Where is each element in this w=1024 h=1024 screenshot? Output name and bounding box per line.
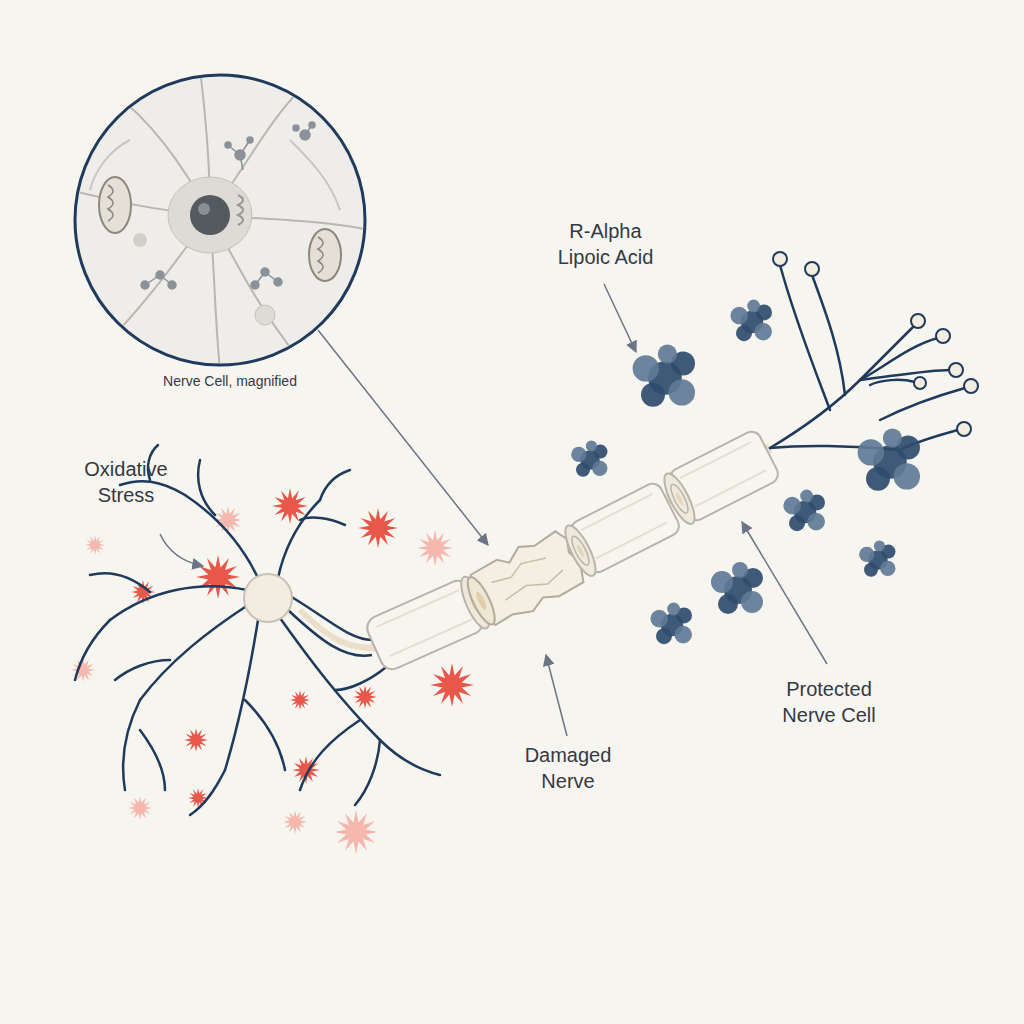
oxidative-star xyxy=(417,530,453,566)
molecule-atom xyxy=(783,497,801,515)
molecule-atom xyxy=(866,467,890,491)
molecule-atom xyxy=(633,355,659,381)
molecule-atom xyxy=(658,344,677,363)
molecule-atom xyxy=(718,594,738,614)
molecule-atom xyxy=(894,463,920,489)
leader-lines xyxy=(160,284,827,736)
molecule-atom xyxy=(789,515,805,531)
terminal-buttons xyxy=(773,252,978,436)
molecule-atom xyxy=(650,610,668,628)
molecule-atom xyxy=(859,547,874,562)
molecule-atom xyxy=(669,379,695,405)
molecule-atom xyxy=(732,562,748,578)
molecule-atom xyxy=(754,323,772,341)
oxidative-star xyxy=(85,535,105,555)
oxidative-star xyxy=(334,810,378,854)
molecule-atom xyxy=(571,447,586,462)
oxidative-star xyxy=(188,788,208,808)
molecule-atom xyxy=(864,563,878,577)
oxidative-star xyxy=(358,508,398,548)
axon-terminals xyxy=(770,265,965,450)
oxidative-star xyxy=(214,506,242,534)
molecule-atom xyxy=(858,439,884,465)
molecule-atom xyxy=(730,307,748,325)
oxidative-star xyxy=(283,810,307,834)
molecule-atom xyxy=(711,571,733,593)
molecule-atom xyxy=(883,428,902,447)
molecule-atom xyxy=(656,628,672,644)
annotation-label: Nerve Cell, magnified xyxy=(140,372,320,390)
oxidative-stress-stars xyxy=(71,488,480,854)
oxidative-star xyxy=(128,796,152,820)
oxidative-star xyxy=(353,685,377,709)
molecule-atom xyxy=(800,490,813,503)
annotation-label: Oxidative Stress xyxy=(66,456,186,508)
molecule-atom xyxy=(807,513,825,531)
molecule-atom xyxy=(674,626,692,644)
lipoic-acid-molecules xyxy=(571,300,920,645)
molecule-atom xyxy=(576,463,590,477)
molecule-atom xyxy=(874,540,885,551)
oxidative-star xyxy=(184,728,208,752)
molecule-atom xyxy=(880,561,895,576)
molecule-atom xyxy=(741,591,763,613)
molecule-atom xyxy=(747,300,760,313)
oxidative-star xyxy=(196,555,240,599)
annotation-label: R-Alpha Lipoic Acid xyxy=(543,218,668,270)
oxidative-star xyxy=(430,663,474,707)
molecule-atom xyxy=(641,383,665,407)
molecule-atom xyxy=(592,461,607,476)
molecule-atom xyxy=(667,603,680,616)
annotation-label: Damaged Nerve xyxy=(514,742,622,794)
oxidative-star xyxy=(290,690,310,710)
magnified-view xyxy=(70,70,370,370)
molecule-atom xyxy=(586,440,597,451)
molecule-atom xyxy=(736,325,752,341)
myelin-sheath xyxy=(363,428,781,673)
annotation-label: Protected Nerve Cell xyxy=(763,676,895,728)
